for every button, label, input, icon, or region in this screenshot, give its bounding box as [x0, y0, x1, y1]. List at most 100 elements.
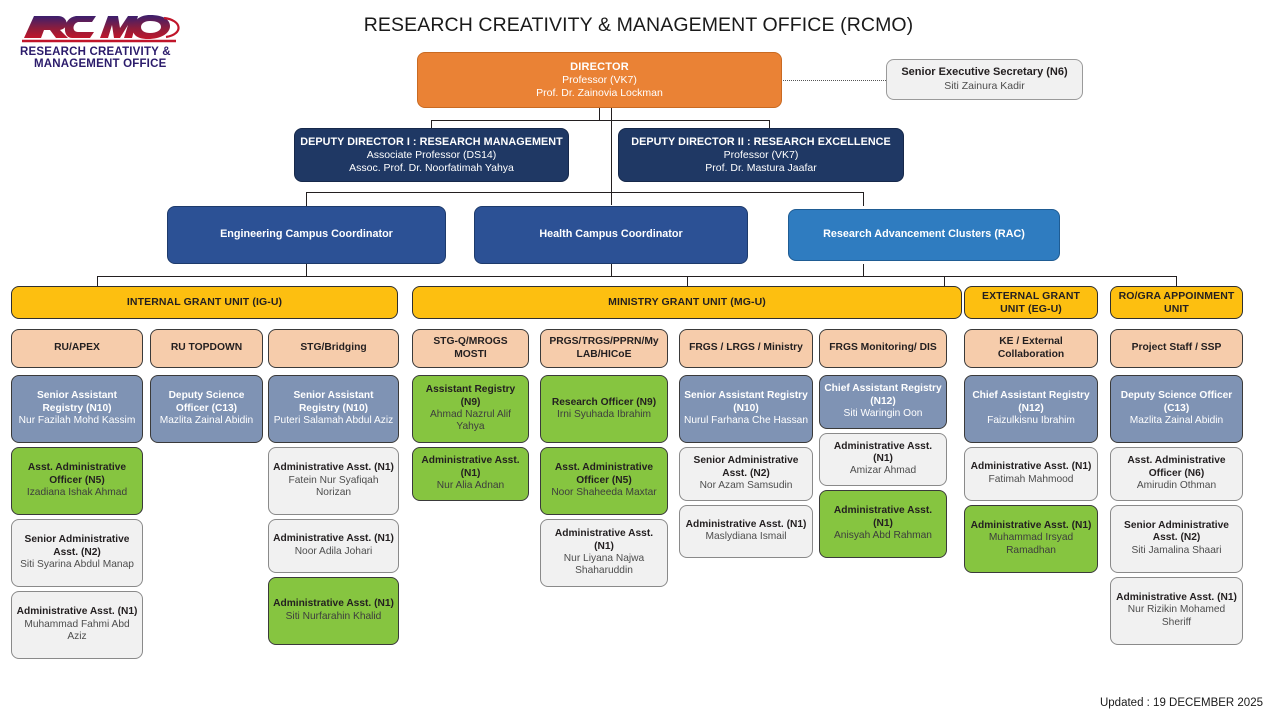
connector-deputy1-down — [431, 120, 432, 128]
node-staff-c8-3[interactable]: Administrative Asst. (N1)Muhammad Irsyad… — [964, 504, 1098, 573]
node-staff-c3-4[interactable]: Administrative Asst. (N1)Siti Nurfarahin… — [268, 576, 399, 645]
node-unit-internal-grant[interactable]: INTERNAL GRANT UNIT (IG-U) — [11, 286, 398, 319]
node-staff-c3-2[interactable]: Administrative Asst. (N1)Fatein Nur Syaf… — [268, 447, 399, 515]
node-staff-c4-2[interactable]: Administrative Asst. (N1)Nur Alia Adnan — [412, 447, 529, 501]
node-category-6[interactable]: FRGS / LRGS / Ministry — [679, 329, 813, 368]
node-research-advancement-clusters[interactable]: Research Advancement Clusters (RAC) — [788, 209, 1060, 261]
node-category-9[interactable]: Project Staff / SSP — [1110, 329, 1243, 368]
node-unit-external-grant[interactable]: EXTERNAL GRANT UNIT (EG-U) — [964, 286, 1098, 319]
connector-center-spine — [611, 107, 612, 205]
node-staff-c8-1[interactable]: Chief Assistant Registry (N12)Faizulkisn… — [964, 375, 1098, 443]
director-grade: Professor (VK7) — [562, 73, 637, 86]
staff-role: Deputy Science Officer (C13) — [1120, 390, 1233, 414]
node-staff-c6-3[interactable]: Administrative Asst. (N1)Maslydiana Isma… — [679, 504, 813, 558]
node-staff-c1-1[interactable]: Senior Assistant Registry (N10)Nur Fazil… — [11, 375, 143, 443]
staff-name: Nur Fazilah Mohd Kassim — [18, 415, 136, 427]
staff-name: Fatimah Mahmood — [988, 473, 1074, 485]
deputy2-title: DEPUTY DIRECTOR II : RESEARCH EXCELLENCE — [631, 135, 891, 148]
updated-label: Updated : 19 DECEMBER 2025 — [1099, 697, 1263, 709]
staff-name: Ahmad Nazrul Alif Yahya — [430, 409, 511, 433]
staff-role: Senior Assistant Registry (N10) — [684, 390, 808, 414]
staff-name: Puteri Salamah Abdul Aziz — [273, 415, 394, 427]
connector-coord3-tail — [863, 264, 864, 276]
connector-deputy2-down — [769, 120, 770, 128]
node-staff-c5-3[interactable]: Administrative Asst. (N1)Nur Liyana Najw… — [540, 519, 668, 587]
staff-name: Anisyah Abd Rahman — [834, 530, 932, 542]
node-staff-c9-2[interactable]: Asst. Administrative Officer (N6)Amirudi… — [1110, 447, 1243, 501]
node-staff-c2-1[interactable]: Deputy Science Officer (C13)Mazlita Zain… — [150, 375, 263, 443]
staff-name: Nurul Farhana Che Hassan — [684, 415, 809, 427]
staff-name: Noor Shaheeda Maxtar — [551, 487, 657, 499]
secretary-title: Senior Executive Secretary (N6) — [901, 66, 1068, 79]
staff-name: Nor Azam Samsudin — [699, 479, 793, 491]
node-health-campus-coordinator[interactable]: Health Campus Coordinator — [474, 206, 748, 264]
staff-role: Senior Administrative Asst. (N2) — [1124, 519, 1229, 544]
deputy2-grade: Professor (VK7) — [723, 148, 799, 161]
staff-role: Administrative Asst. (N1) — [273, 598, 394, 610]
node-staff-c6-1[interactable]: Senior Assistant Registry (N10)Nurul Far… — [679, 375, 813, 443]
staff-role: Senior Assistant Registry (N10) — [36, 390, 117, 414]
category-label: FRGS / LRGS / Ministry — [689, 342, 803, 354]
node-senior-executive-secretary[interactable]: Senior Executive Secretary (N6) Siti Zai… — [886, 59, 1083, 100]
deputy2-name: Prof. Dr. Mastura Jaafar — [705, 161, 817, 174]
connector-unit2-down — [687, 276, 688, 286]
node-staff-c1-2[interactable]: Asst. Administrative Officer (N5)Izadian… — [11, 447, 143, 515]
node-staff-c7-3[interactable]: Administrative Asst. (N1)Anisyah Abd Rah… — [819, 490, 947, 558]
node-staff-c9-1[interactable]: Deputy Science Officer (C13)Mazlita Zain… — [1110, 375, 1243, 443]
staff-role: Research Officer (N9) — [551, 396, 657, 408]
node-unit-rogra-appoinment[interactable]: RO/GRA APPOINMENT UNIT — [1110, 286, 1243, 319]
secretary-name: Siti Zainura Kadir — [944, 79, 1025, 92]
deputy1-title: DEPUTY DIRECTOR I : RESEARCH MANAGEMENT — [300, 135, 563, 148]
director-title: DIRECTOR — [570, 60, 629, 73]
node-staff-c9-3[interactable]: Senior Administrative Asst. (N2)Siti Jam… — [1110, 504, 1243, 573]
node-staff-c8-2[interactable]: Administrative Asst. (N1)Fatimah Mahmood — [964, 447, 1098, 501]
coordinator1-title: Engineering Campus Coordinator — [220, 228, 393, 241]
node-staff-c4-1[interactable]: Assistant Registry (N9)Ahmad Nazrul Alif… — [412, 375, 529, 443]
category-label: STG-Q/MROGS MOSTI — [433, 335, 508, 360]
node-staff-c5-1[interactable]: Research Officer (N9)Irni Syuhada Ibrahi… — [540, 375, 668, 443]
staff-role: Chief Assistant Registry (N12) — [824, 383, 942, 407]
category-label: STG/Bridging — [300, 342, 367, 354]
staff-name: Amirudin Othman — [1136, 479, 1217, 491]
node-staff-c1-4[interactable]: Administrative Asst. (N1)Muhammad Fahmi … — [11, 591, 143, 659]
node-unit-ministry-grant[interactable]: MINISTRY GRANT UNIT (MG-U) — [412, 286, 962, 319]
node-category-3[interactable]: STG/Bridging — [268, 329, 399, 368]
unit2-title: MINISTRY GRANT UNIT (MG-U) — [608, 296, 766, 309]
node-director[interactable]: DIRECTOR Professor (VK7) Prof. Dr. Zaino… — [417, 52, 782, 108]
staff-role: Senior Assistant Registry (N10) — [293, 390, 374, 414]
node-deputy-director-1[interactable]: DEPUTY DIRECTOR I : RESEARCH MANAGEMENT … — [294, 128, 569, 182]
coordinator3-title: Research Advancement Clusters (RAC) — [823, 228, 1025, 241]
connector-coord1-down — [306, 192, 307, 206]
node-engineering-campus-coordinator[interactable]: Engineering Campus Coordinator — [167, 206, 446, 264]
logo-line-2: MANAGEMENT OFFICE — [34, 58, 167, 70]
node-category-8[interactable]: KE / External Collaboration — [964, 329, 1098, 368]
node-category-7[interactable]: FRGS Monitoring/ DIS — [819, 329, 947, 368]
node-staff-c3-3[interactable]: Administrative Asst. (N1)Noor Adila Joha… — [268, 519, 399, 573]
staff-role: Senior Administrative Asst. (N2) — [693, 455, 799, 479]
node-staff-c6-2[interactable]: Senior Administrative Asst. (N2)Nor Azam… — [679, 447, 813, 501]
node-deputy-director-2[interactable]: DEPUTY DIRECTOR II : RESEARCH EXCELLENCE… — [618, 128, 904, 182]
unit1-title: INTERNAL GRANT UNIT (IG-U) — [126, 296, 283, 309]
connector-coord2-tail — [611, 264, 612, 276]
staff-role: Deputy Science Officer (C13) — [168, 390, 245, 414]
staff-role: Administrative Asst. (N1) — [833, 505, 933, 529]
node-category-5[interactable]: PRGS/TRGS/PPRN/My LAB/HICoE — [540, 329, 668, 368]
node-staff-c7-2[interactable]: Administrative Asst. (N1)Amizar Ahmad — [819, 432, 947, 486]
node-staff-c1-3[interactable]: Senior Administrative Asst. (N2)Siti Sya… — [11, 519, 143, 587]
connector-unit1-down — [97, 276, 98, 286]
node-staff-c3-1[interactable]: Senior Assistant Registry (N10)Puteri Sa… — [268, 375, 399, 443]
staff-name: Mazlita Zainal Abidin — [1129, 415, 1224, 427]
staff-name: Nur Liyana Najwa Shaharuddin — [563, 553, 645, 577]
category-label: KE / External Collaboration — [997, 335, 1065, 360]
node-category-4[interactable]: STG-Q/MROGS MOSTI — [412, 329, 529, 368]
node-staff-c7-1[interactable]: Chief Assistant Registry (N12)Siti Warin… — [819, 375, 947, 429]
node-staff-c9-4[interactable]: Administrative Asst. (N1)Nur Rizikin Moh… — [1110, 576, 1243, 645]
node-category-1[interactable]: RU/APEX — [11, 329, 143, 368]
category-label: Project Staff / SSP — [1131, 342, 1222, 354]
staff-role: Chief Assistant Registry (N12) — [972, 390, 1090, 414]
node-category-2[interactable]: RU TOPDOWN — [150, 329, 263, 368]
staff-name: Nur Rizikin Mohamed Sheriff — [1127, 604, 1226, 628]
staff-role: Administrative Asst. (N1) — [685, 518, 807, 530]
connector-coordinator-bus — [306, 192, 863, 193]
node-staff-c5-2[interactable]: Asst. Administrative Officer (N5)Noor Sh… — [540, 447, 668, 515]
